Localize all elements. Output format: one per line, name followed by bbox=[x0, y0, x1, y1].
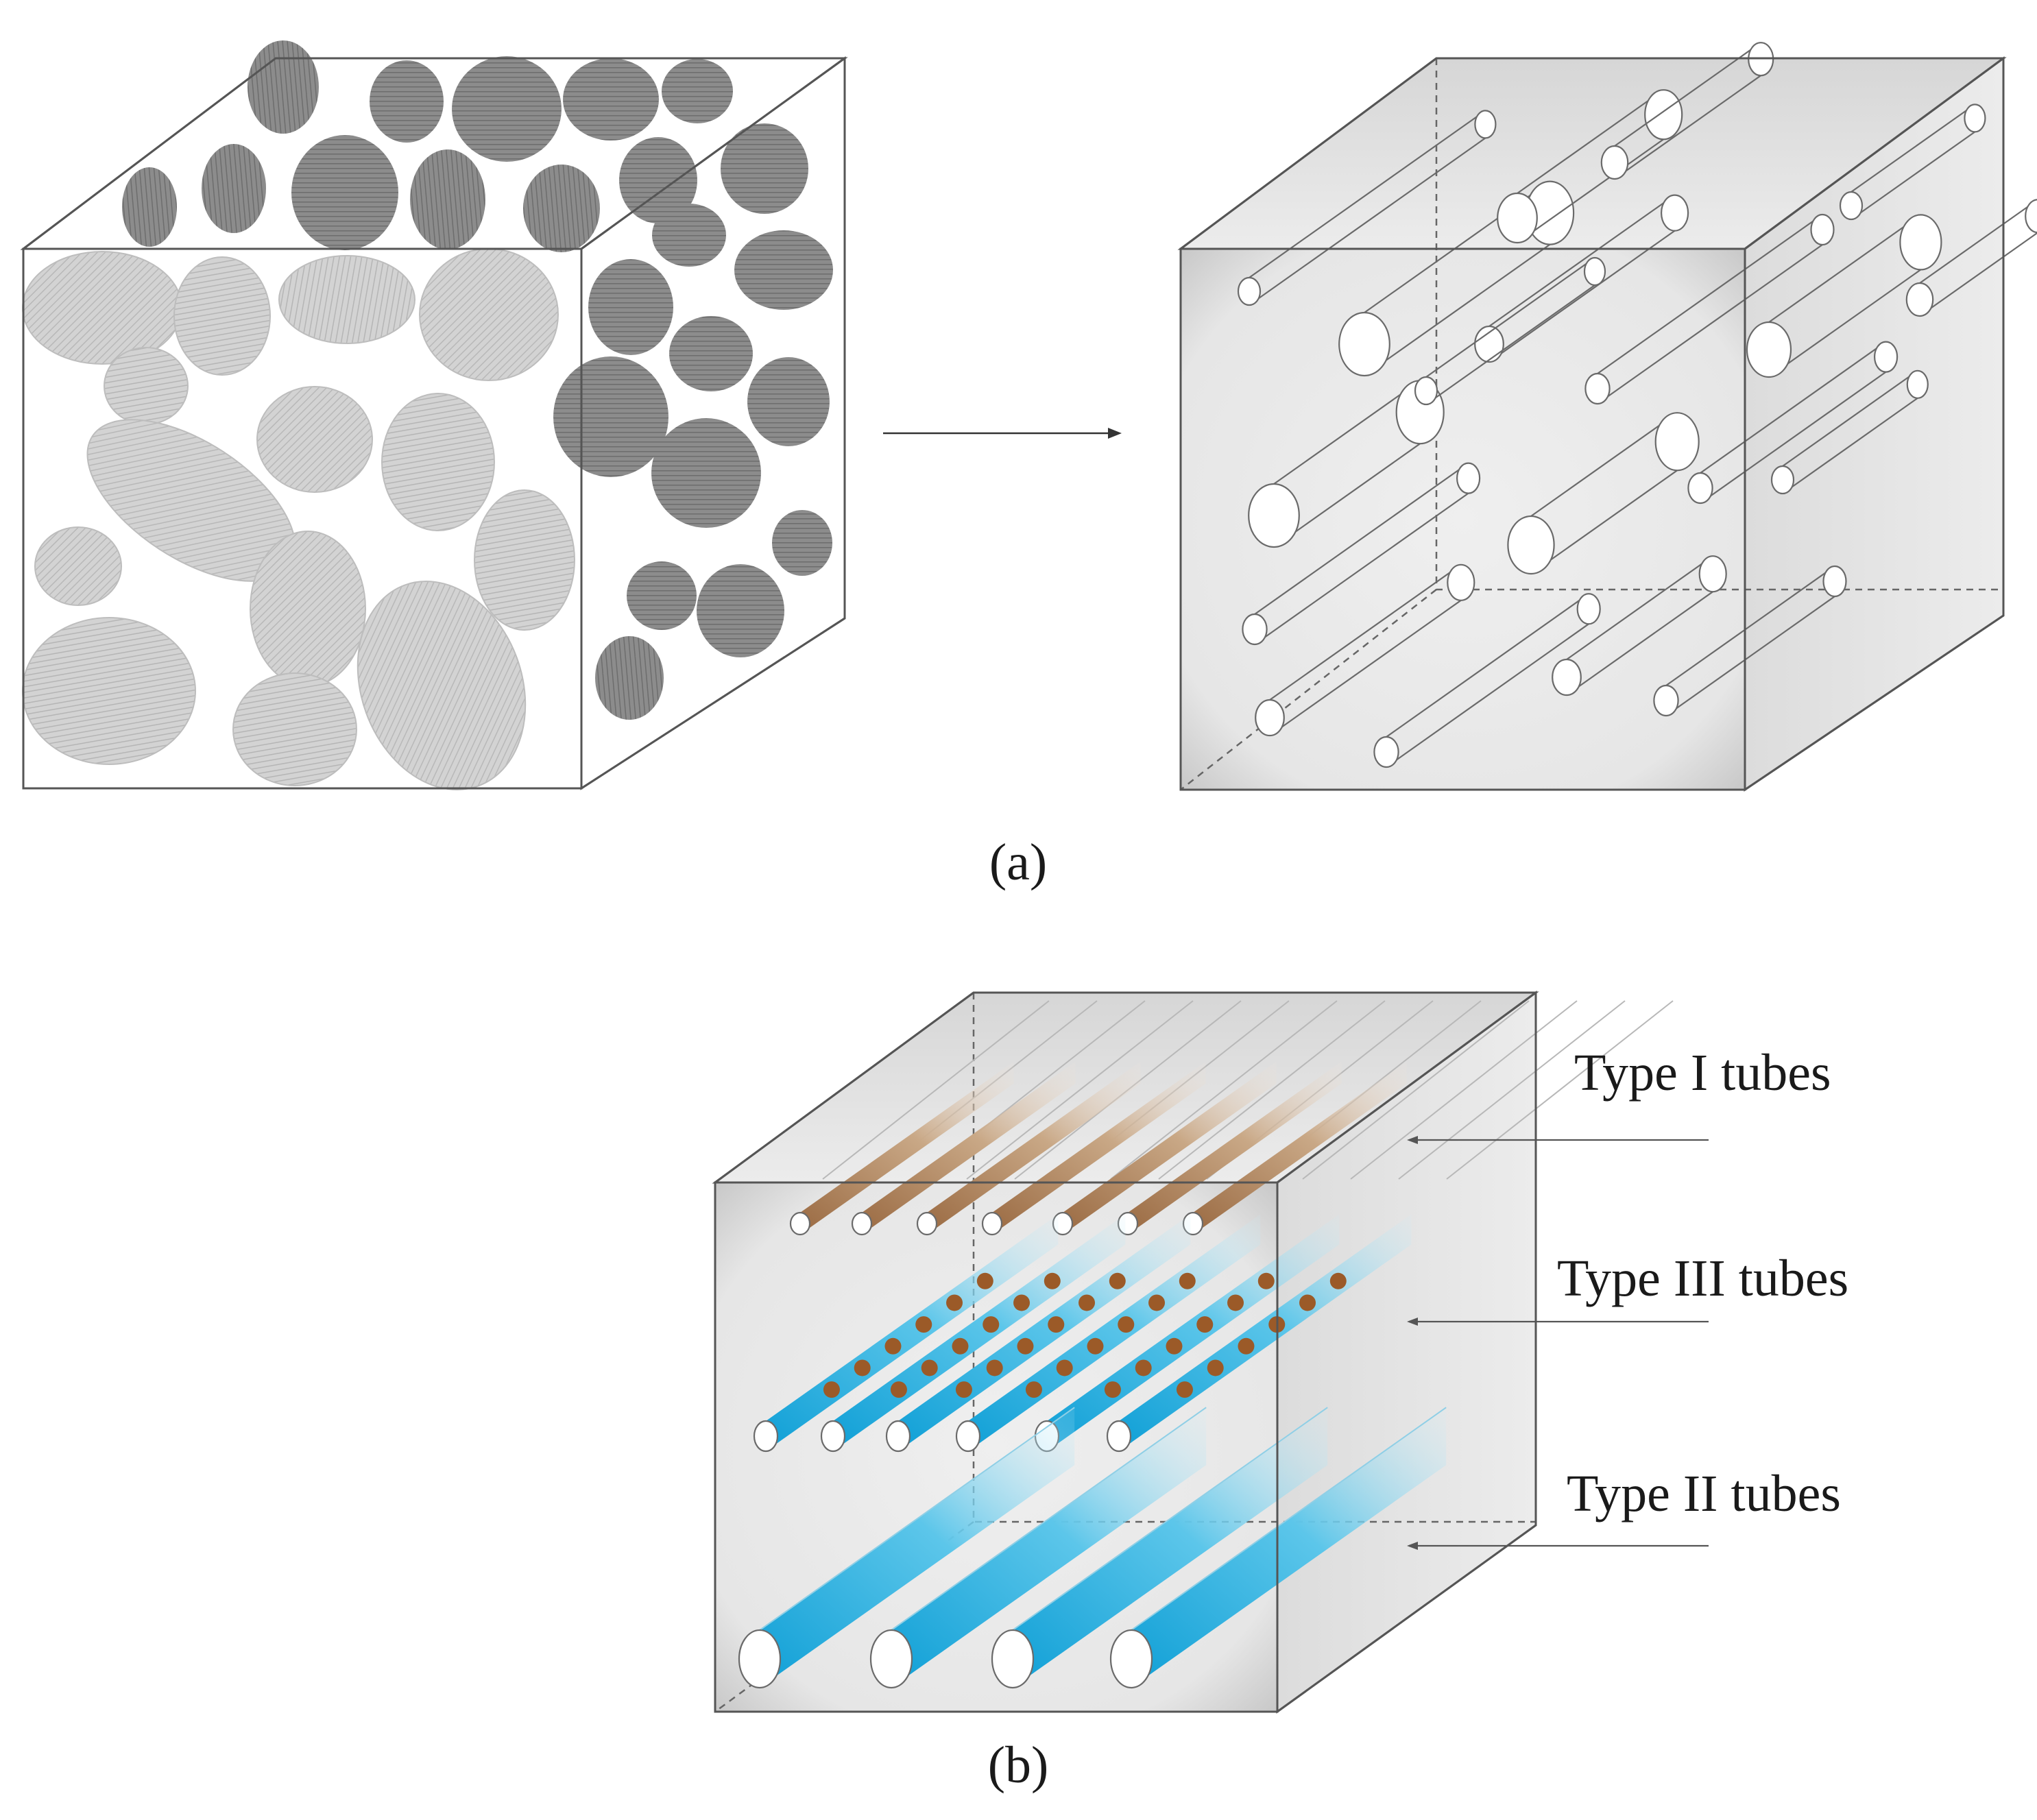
type-i-guide-line bbox=[1110, 1000, 1338, 1180]
transform-arrow bbox=[883, 428, 1122, 439]
nanoparticle-dot bbox=[890, 1381, 907, 1398]
type-i-tube bbox=[916, 1061, 1141, 1236]
type-ii-tube bbox=[991, 1407, 1328, 1689]
pore-tube bbox=[1746, 214, 1942, 378]
nanoparticle-dot bbox=[1207, 1359, 1224, 1376]
nanoparticle-dot bbox=[1148, 1294, 1166, 1311]
nanoparticle-dot bbox=[1017, 1337, 1034, 1355]
type-ii-tubes bbox=[738, 1407, 1447, 1689]
pore-tube bbox=[1507, 412, 1700, 575]
nanoparticle-dot bbox=[1048, 1316, 1065, 1333]
label-type-ii-tubes: Type II tubes bbox=[1567, 1465, 1841, 1522]
nanoparticle-dot bbox=[1257, 1272, 1275, 1289]
nanoparticle-dot bbox=[1179, 1272, 1196, 1289]
nanoparticle-dot bbox=[955, 1381, 972, 1398]
pore-tube bbox=[1242, 462, 1481, 646]
nanoparticle-dot bbox=[854, 1359, 871, 1376]
pore-tube bbox=[1839, 104, 1986, 221]
nanoparticle-dot bbox=[921, 1359, 938, 1376]
type-i-guide-line bbox=[1446, 1000, 1674, 1180]
nanoparticle-dot bbox=[1118, 1316, 1135, 1333]
type-i-guide-line bbox=[1302, 1000, 1530, 1180]
panel-label-a: (a) bbox=[989, 834, 1047, 891]
nanoparticle-dot bbox=[884, 1337, 902, 1355]
pore-tube bbox=[1770, 369, 1929, 495]
type-i-tube bbox=[851, 1061, 1076, 1236]
nanoparticle-dot bbox=[1025, 1381, 1042, 1398]
nanoparticle-dot bbox=[986, 1359, 1003, 1376]
pore-cube bbox=[1177, 42, 2037, 792]
pore-tube bbox=[1687, 341, 1899, 505]
nanoparticle-dot bbox=[1329, 1272, 1347, 1289]
nanoparticle-dot bbox=[1176, 1381, 1193, 1398]
nanoparticle-dot bbox=[1104, 1381, 1121, 1398]
pore-tube bbox=[1584, 213, 1835, 405]
pore-tube bbox=[1552, 555, 1727, 696]
pore-tube bbox=[1373, 593, 1601, 768]
type-i-tube bbox=[789, 1061, 1014, 1236]
type-iii-tubes bbox=[753, 1214, 1412, 1453]
type-i-guide-line bbox=[822, 1000, 1050, 1180]
type-i-guide-line bbox=[966, 1000, 1194, 1180]
nanoparticle-dot bbox=[1056, 1359, 1073, 1376]
type-i-guide-line bbox=[1158, 1000, 1386, 1180]
nanoparticle-dot bbox=[952, 1337, 969, 1355]
type-iii-tube bbox=[753, 1214, 1059, 1453]
nanoparticle-dot bbox=[1013, 1294, 1030, 1311]
nanoparticle-dot bbox=[976, 1272, 993, 1289]
nanoparticle-dot bbox=[915, 1316, 932, 1333]
nanoparticle-dot bbox=[1135, 1359, 1152, 1376]
top-grains bbox=[122, 40, 808, 252]
pore-tubes bbox=[1237, 42, 2037, 768]
pore-tube bbox=[1653, 565, 1847, 717]
nanoparticle-dot bbox=[1166, 1337, 1183, 1355]
type-iii-tube bbox=[955, 1214, 1261, 1453]
type-i-tubes bbox=[789, 1000, 1674, 1236]
type-i-guide-line bbox=[1398, 1000, 1626, 1180]
nanoparticle-dot bbox=[1227, 1294, 1244, 1311]
type-iii-tube bbox=[885, 1214, 1191, 1453]
type-iii-tube bbox=[820, 1214, 1126, 1453]
type-iii-tube bbox=[1106, 1214, 1412, 1453]
label-type-i-tubes: Type I tubes bbox=[1574, 1044, 1831, 1102]
pore-tube bbox=[1905, 199, 2037, 317]
nanoparticle-dot bbox=[1078, 1294, 1096, 1311]
pore-tube bbox=[1255, 563, 1475, 737]
type-i-tube bbox=[981, 1061, 1206, 1236]
tube-cube bbox=[712, 991, 1674, 1714]
type-i-guide-line bbox=[1350, 1000, 1578, 1180]
type-ii-tube bbox=[738, 1407, 1075, 1689]
nanoparticle-dot bbox=[1299, 1294, 1316, 1311]
pore-tube bbox=[1474, 194, 1689, 363]
label-pointers bbox=[1407, 1136, 1709, 1550]
nanoparticle-dot bbox=[1109, 1272, 1126, 1289]
nanoparticle-dot bbox=[823, 1381, 840, 1398]
type-ii-tube bbox=[869, 1407, 1207, 1689]
pore-tube bbox=[1338, 180, 1575, 377]
pore-tube bbox=[1414, 256, 1606, 406]
label-type-iii-tubes: Type III tubes bbox=[1557, 1250, 1848, 1307]
nanoparticle-dot bbox=[946, 1294, 963, 1311]
nanoparticle-dot bbox=[983, 1316, 1000, 1333]
type-ii-tube bbox=[1109, 1407, 1447, 1689]
panel-label-b: (b) bbox=[988, 1736, 1049, 1794]
nanoparticle-dot bbox=[1087, 1337, 1104, 1355]
grain-cube bbox=[20, 40, 848, 790]
nanoparticle-dot bbox=[1238, 1337, 1255, 1355]
pore-tube bbox=[1497, 89, 1683, 244]
nanoparticle-dot bbox=[1196, 1316, 1214, 1333]
nanoparticle-dot bbox=[1044, 1272, 1061, 1289]
front-grains bbox=[22, 248, 575, 790]
